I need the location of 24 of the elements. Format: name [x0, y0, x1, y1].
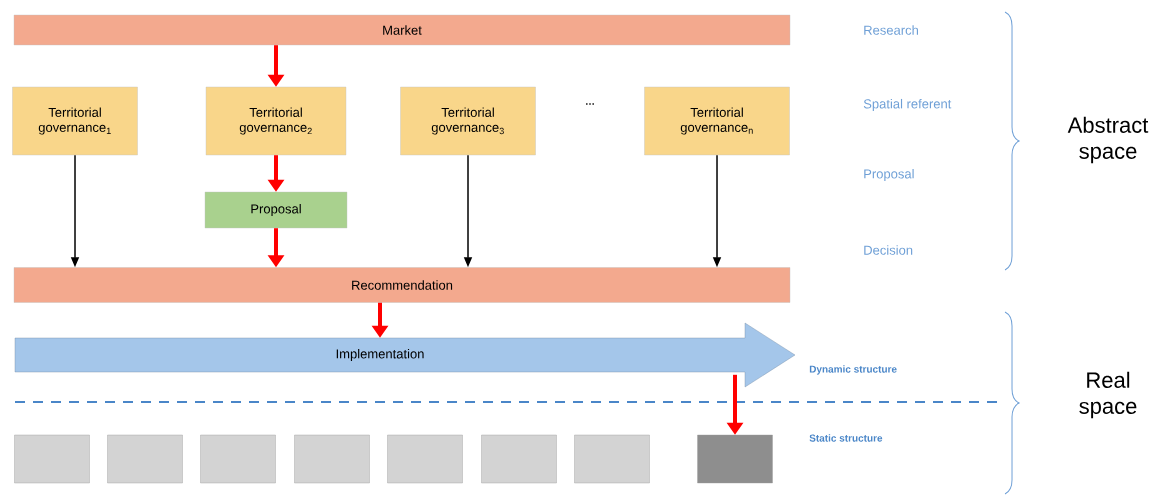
- block: [387, 434, 463, 484]
- structure-label: Dynamic structure: [809, 365, 897, 375]
- governance-box: Territorial governance$_{2}$: [205, 86, 347, 156]
- market-bar: Market: [13, 14, 791, 46]
- governance-box: Territorial governance$_{3}$: [400, 86, 536, 156]
- governance-box: Territorial governance$_{1}$: [12, 86, 138, 156]
- proposal-box: Proposal: [204, 191, 348, 229]
- structure-label: Static structure: [809, 434, 883, 442]
- side-label: Spatial referent: [863, 98, 952, 112]
- recommendation-bar: Recommendation: [13, 267, 791, 303]
- governance-box: Territorial governance$_{n}$: [644, 86, 790, 156]
- space-label: Abstract space: [1067, 116, 1149, 164]
- side-label: Research: [864, 25, 918, 35]
- space-label: Real space: [1079, 371, 1137, 419]
- block: [574, 434, 650, 484]
- block: [697, 434, 773, 484]
- side-label: Decision: [864, 245, 913, 255]
- side-label: Proposal: [864, 168, 914, 182]
- block: [294, 434, 370, 484]
- block: [107, 434, 183, 484]
- block: [14, 434, 90, 484]
- block: [481, 434, 557, 484]
- ellipsis: …: [586, 103, 594, 105]
- block: [200, 434, 276, 484]
